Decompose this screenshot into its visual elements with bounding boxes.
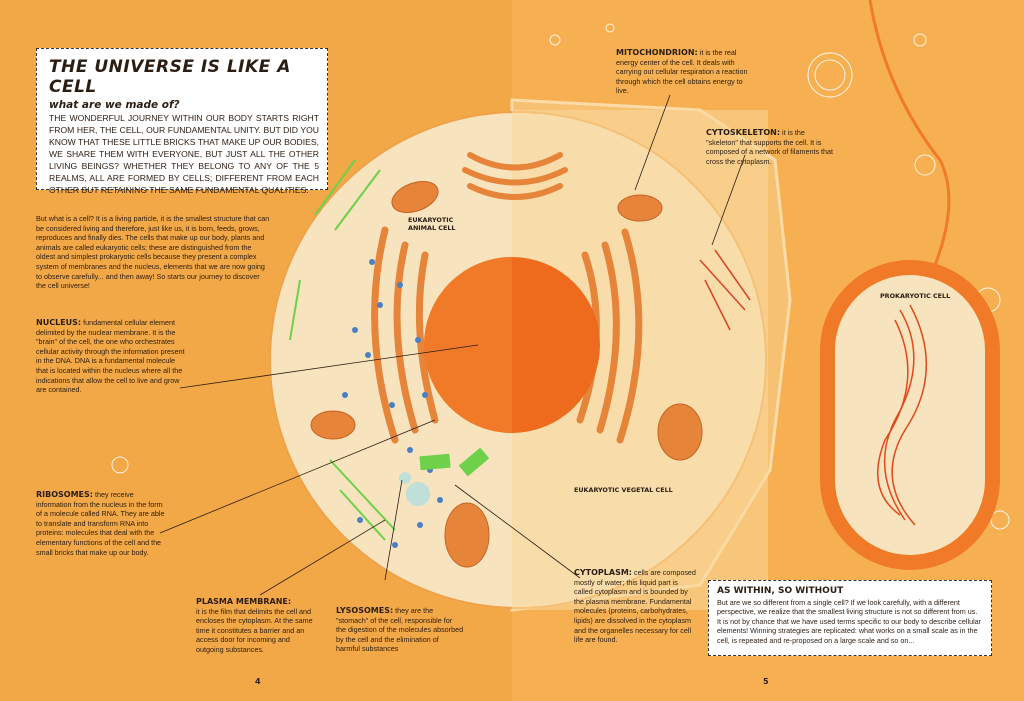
as-within-box: AS WITHIN, SO WITHOUT But are we so diff…: [708, 580, 992, 656]
page-number-right: 5: [763, 677, 769, 686]
mitochondrion-label: MITOCHONDRION:: [616, 48, 698, 57]
ribosomes: [342, 259, 443, 548]
mitochondria: [310, 180, 703, 568]
cytoskeleton-caption: CYTOSKELETON: it is the "skeleton" that …: [706, 128, 836, 166]
decorative-bubbles: [111, 23, 1010, 530]
ribosomes-caption: RIBOSOMES: they receive information from…: [36, 490, 166, 557]
cytoplasm-text: cells are composed mostly of water; this…: [574, 568, 696, 645]
nucleus-label: NUCLEUS:: [36, 318, 82, 327]
prokaryotic-dna: [877, 304, 927, 526]
as-within-title: AS WITHIN, SO WITHOUT: [717, 586, 844, 596]
lysosome-green: [419, 453, 451, 471]
filaments: [289, 159, 396, 541]
lysosomes-text: they are the "stomach" of the cell, resp…: [336, 606, 464, 654]
cytoskeleton-text: it is the "skeleton" that supports the c…: [706, 128, 834, 166]
title-body-text: THE WONDERFUL JOURNEY WITHIN OUR BODY ST…: [49, 113, 319, 195]
cytoplasm-label: CYTOPLASM:: [574, 568, 632, 577]
endoplasmic-reticulum: [371, 226, 643, 444]
plasma-membrane-label: PLASMA MEMBRANE:: [196, 597, 292, 606]
intro-text: But what is a cell? It is a living parti…: [36, 214, 270, 291]
lysosomes-label: LYSOSOMES:: [336, 606, 394, 615]
mitochondrion-caption: MITOCHONDRION: it is the real energy cen…: [616, 48, 751, 96]
golgi-apparatus: [462, 152, 568, 200]
title-box: THE UNIVERSE IS LIKE A CELL what are we …: [36, 48, 328, 195]
page-number-left: 4: [255, 677, 261, 686]
page-title: THE UNIVERSE IS LIKE A CELL: [49, 57, 291, 97]
cytoplasm-caption: CYTOPLASM: cells are composed mostly of …: [574, 568, 698, 645]
plasma-membrane-caption: PLASMA MEMBRANE:it is the film that deli…: [196, 597, 318, 655]
cytoskeleton-lines: [699, 249, 751, 331]
animal-cell-label: EUKARYOTIC ANIMAL CELL: [408, 216, 456, 232]
prokaryotic-cell-label: PROKARYOTIC CELL: [880, 292, 951, 300]
nucleus-caption: NUCLEUS: fundamental cellular element de…: [36, 318, 186, 395]
ribosomes-label: RIBOSOMES:: [36, 490, 93, 499]
mitochondrion-text: it is the real energy center of the cell…: [616, 48, 748, 96]
nucleus-text: fundamental cellular element delimited b…: [36, 318, 185, 395]
vegetal-cell-label: EUKARYOTIC VEGETAL CELL: [574, 486, 673, 494]
as-within-body: But are we so different from a single ce…: [717, 598, 982, 645]
ribosomes-text: they receive information from the nucleu…: [36, 490, 165, 557]
leader-lines: [159, 94, 746, 596]
page-subtitle: what are we made of?: [49, 99, 180, 111]
lysosomes-caption: LYSOSOMES: they are the "stomach" of the…: [336, 606, 464, 654]
cytoskeleton-label: CYTOSKELETON:: [706, 128, 781, 137]
plasma-membrane-text: it is the film that delimits the cell an…: [196, 606, 313, 654]
flagellum: [868, 0, 951, 266]
